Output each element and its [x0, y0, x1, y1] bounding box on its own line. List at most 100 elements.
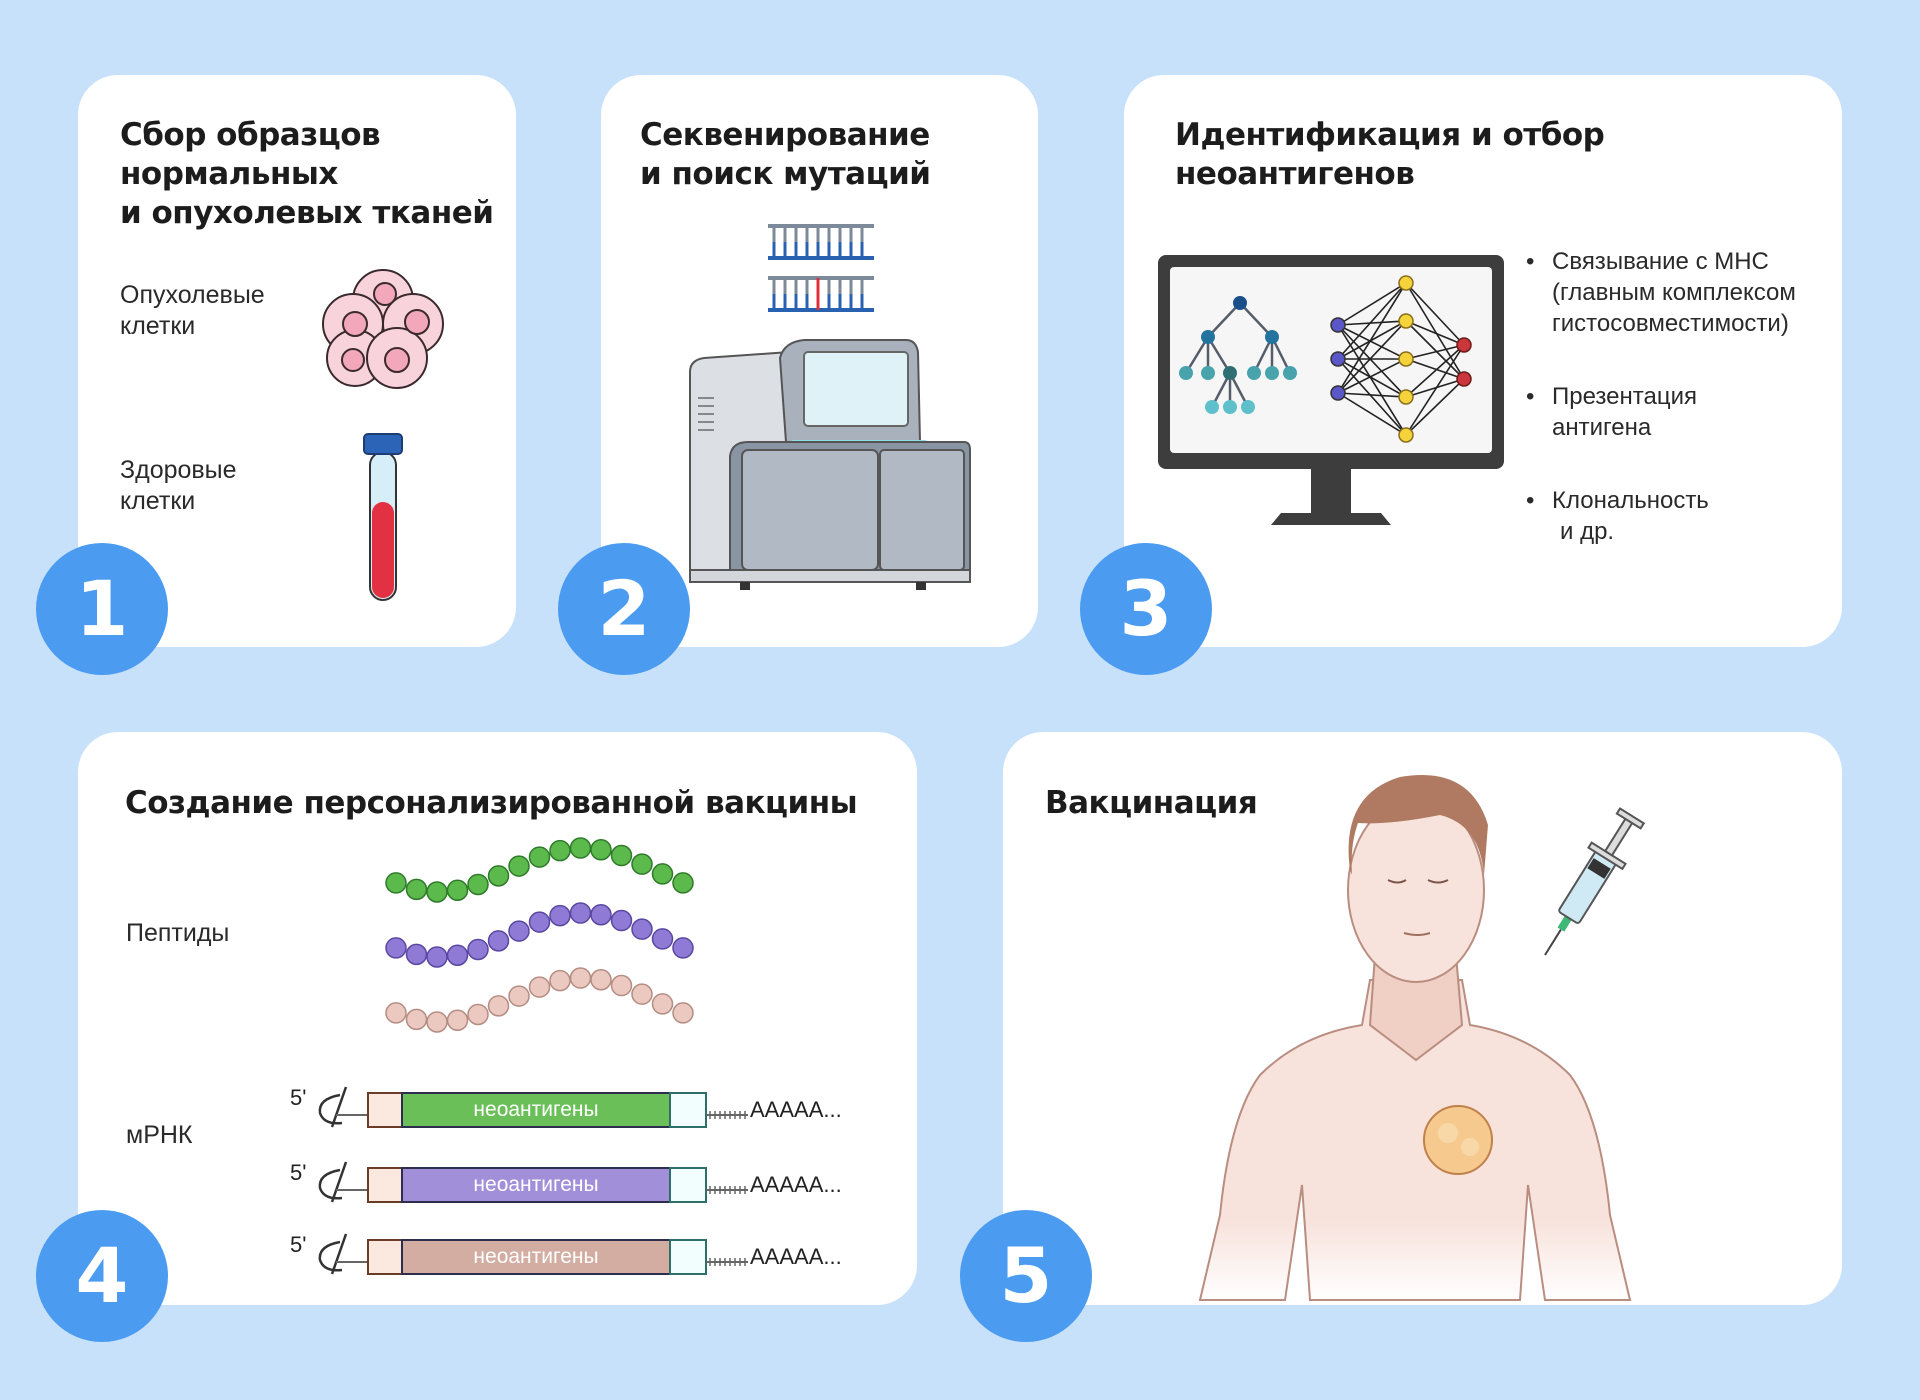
- bullet-antigen-presentation: • Презентация антигена: [1526, 381, 1697, 443]
- peptides-label: Пептиды: [126, 919, 230, 947]
- peptide-bead: [549, 839, 571, 862]
- label-line: клетки: [120, 312, 196, 340]
- sequencer-machine-icon: [689, 339, 971, 590]
- nn-input-node: [1330, 385, 1346, 401]
- label-line: Здоровые: [120, 456, 237, 484]
- dna-strand-icon: [768, 224, 874, 260]
- peptide-bead: [528, 976, 551, 998]
- nn-input-node: [1330, 351, 1346, 367]
- human-vaccination-icon: [1198, 775, 1646, 1301]
- peptide-bead: [405, 943, 428, 966]
- peptide-bead: [590, 839, 612, 861]
- bullet-dot: •: [1526, 487, 1535, 514]
- peptide-bead: [446, 944, 469, 966]
- title-line: Секвенирование: [640, 117, 930, 153]
- peptide-bead: [385, 937, 407, 959]
- neoantigen-block: [401, 1167, 671, 1203]
- bullet-dot: •: [1526, 383, 1535, 410]
- peptide-bead: [385, 1002, 407, 1024]
- title-line: и поиск мутаций: [640, 156, 931, 192]
- step-1-title: Сбор образцов нормальных и опухолевых тк…: [120, 116, 494, 233]
- peptide-bead: [651, 863, 674, 885]
- nn-hidden-node: [1398, 389, 1414, 405]
- healthy-cells-label: Здоровые клетки: [120, 455, 237, 517]
- title-line: неоантигенов: [1175, 156, 1415, 192]
- peptide-bead: [651, 928, 674, 950]
- label-line: клетки: [120, 487, 196, 515]
- tumor-cells-label: Опухолевые клетки: [120, 280, 265, 342]
- peptide-bead: [508, 920, 530, 942]
- neoantigen-label: неоантигены: [473, 1245, 599, 1268]
- nn-hidden-node: [1398, 275, 1414, 291]
- peptide-bead: [631, 918, 653, 940]
- utr-3-block: [669, 1092, 707, 1128]
- neoantigen-block: [401, 1239, 671, 1275]
- peptide-bead: [528, 911, 551, 933]
- peptide-bead: [672, 1002, 694, 1024]
- dna-mutation-icon: [768, 276, 874, 312]
- title-line: Сбор образцов: [120, 117, 381, 153]
- peptide-bead: [651, 993, 674, 1015]
- peptide-bead: [467, 938, 489, 961]
- peptide-bead: [446, 1009, 469, 1031]
- peptide-bead: [631, 983, 653, 1005]
- step-badge-3: 3: [1080, 543, 1212, 675]
- peptide-bead: [672, 937, 694, 959]
- peptide-bead: [528, 846, 551, 868]
- peptide-bead: [487, 930, 510, 952]
- title-line: Идентификация и отбор: [1175, 117, 1605, 153]
- title-line: и опухолевых тканей: [120, 195, 494, 231]
- mrna-diagram: [318, 1161, 748, 1203]
- five-prime-label: 5': [290, 1232, 307, 1257]
- step-badge-1: 1: [36, 543, 168, 675]
- peptide-bead: [426, 946, 448, 968]
- peptide-bead: [487, 865, 510, 887]
- peptide-bead: [610, 844, 633, 867]
- step-card-1: [78, 75, 516, 647]
- step-5-title: Вакцинация: [1045, 784, 1258, 823]
- neoantigen-label: неоантигены: [473, 1173, 599, 1196]
- tumor-cells-icon: [322, 269, 444, 389]
- peptide-bead: [590, 904, 612, 926]
- peptide-bead: [672, 872, 694, 894]
- peptide-bead: [405, 1008, 428, 1031]
- step-badge-5: 5: [960, 1210, 1092, 1342]
- peptide-bead: [569, 967, 592, 989]
- bullet-line: антигена: [1552, 414, 1652, 441]
- step-2-title: Секвенирование и поиск мутаций: [640, 116, 931, 194]
- nn-hidden-node: [1398, 313, 1414, 329]
- bullet-clonality: • Клональность и др.: [1526, 485, 1709, 547]
- nn-output-node: [1456, 371, 1472, 387]
- computer-monitor-icon: [1158, 255, 1504, 525]
- peptide-bead: [487, 995, 510, 1017]
- utr-3-block: [669, 1167, 707, 1203]
- peptide-bead: [569, 902, 592, 924]
- bullet-line: гистосовместимости): [1552, 310, 1789, 337]
- mrna-construct: 5' неоантигены AAAAA...: [288, 1160, 868, 1204]
- bullet-mhc-binding: • Связывание с МНС (главным комплексом г…: [1526, 246, 1796, 339]
- utr-5-block: [367, 1239, 403, 1275]
- label-line: Опухолевые: [120, 281, 265, 309]
- step-4-title: Создание персонализированной вакцины: [125, 784, 858, 823]
- peptide-bead: [508, 985, 530, 1007]
- mrna-diagram: [318, 1233, 748, 1275]
- poly-a-tail-label: AAAAA...: [750, 1097, 842, 1122]
- peptide-bead: [508, 855, 530, 877]
- peptide-bead: [631, 853, 653, 875]
- title-line: Вакцинация: [1045, 785, 1258, 821]
- peptide-bead: [405, 878, 428, 901]
- nn-input-node: [1330, 317, 1346, 333]
- poly-a-tail-label: AAAAA...: [750, 1172, 842, 1197]
- peptide-bead: [610, 974, 633, 997]
- peptide-bead: [610, 909, 633, 932]
- title-line: нормальных: [120, 156, 338, 192]
- peptide-chains-icon: [385, 837, 694, 1033]
- step-badge-4: 4: [36, 1210, 168, 1342]
- five-prime-label: 5': [290, 1160, 307, 1185]
- peptide-bead: [467, 873, 489, 896]
- peptide-bead: [467, 1003, 489, 1026]
- bullet-line: Презентация: [1552, 383, 1697, 410]
- mrna-label: мРНК: [126, 1121, 193, 1149]
